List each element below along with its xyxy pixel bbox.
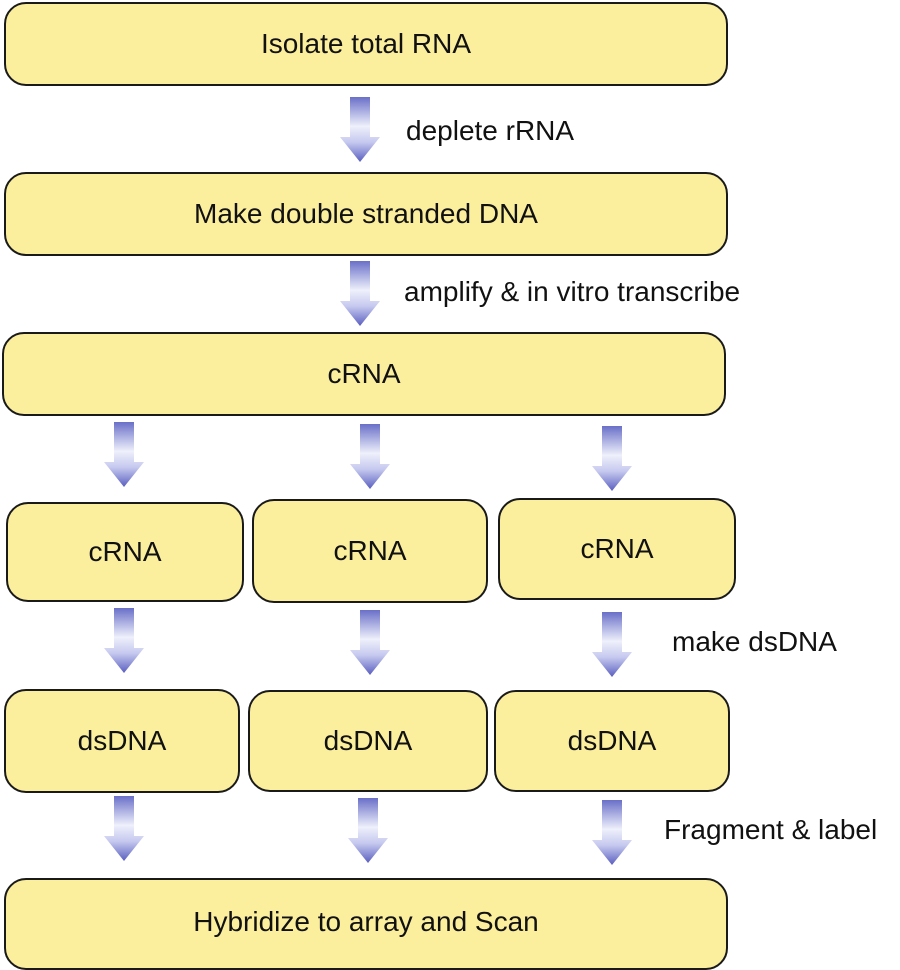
step-label-make-dsdna: make dsDNA	[672, 626, 837, 657]
arrow-down-icon	[592, 800, 632, 865]
arrow-down-icon	[340, 97, 380, 162]
box-crna-3: cRNA	[498, 498, 736, 600]
box-crna-main-label: cRNA	[327, 358, 401, 389]
step-label-deplete: deplete rRNA	[406, 115, 575, 146]
box-dsdna-3-label: dsDNA	[567, 725, 657, 756]
box-dsdna-3: dsDNA	[494, 690, 730, 792]
box-isolate-label: Isolate total RNA	[260, 28, 472, 59]
box-hybridize-label: Hybridize to array and Scan	[193, 906, 539, 937]
arrow-down-icon	[104, 608, 144, 673]
box-isolate-total-rna: Isolate total RNA	[4, 2, 728, 86]
box-dsdna-1: dsDNA	[4, 689, 240, 793]
box-dsdna-2: dsDNA	[248, 690, 488, 792]
box-crna-1-label: cRNA	[88, 536, 162, 567]
box-hybridize: Hybridize to array and Scan	[4, 878, 728, 970]
arrow-down-icon	[592, 426, 632, 491]
arrow-down-icon	[104, 796, 144, 861]
box-crna-main: cRNA	[2, 332, 726, 416]
box-crna-2: cRNA	[252, 499, 488, 603]
box-crna-2-label: cRNA	[333, 535, 407, 566]
step-label-fragment: Fragment & label	[664, 814, 878, 845]
box-double-stranded-dna: Make double stranded DNA	[4, 172, 728, 256]
arrow-down-icon	[350, 424, 390, 489]
arrow-down-icon	[104, 422, 144, 487]
box-crna-3-label: cRNA	[580, 533, 654, 564]
arrow-down-icon	[350, 610, 390, 675]
box-double-stranded-label: Make double stranded DNA	[194, 198, 538, 229]
arrow-down-icon	[592, 612, 632, 677]
step-label-amplify: amplify & in vitro transcribe	[404, 276, 741, 307]
arrow-down-icon	[348, 798, 388, 863]
arrow-down-icon	[340, 261, 380, 326]
box-dsdna-2-label: dsDNA	[323, 725, 413, 756]
box-crna-1: cRNA	[6, 502, 244, 602]
box-dsdna-1-label: dsDNA	[77, 725, 167, 756]
